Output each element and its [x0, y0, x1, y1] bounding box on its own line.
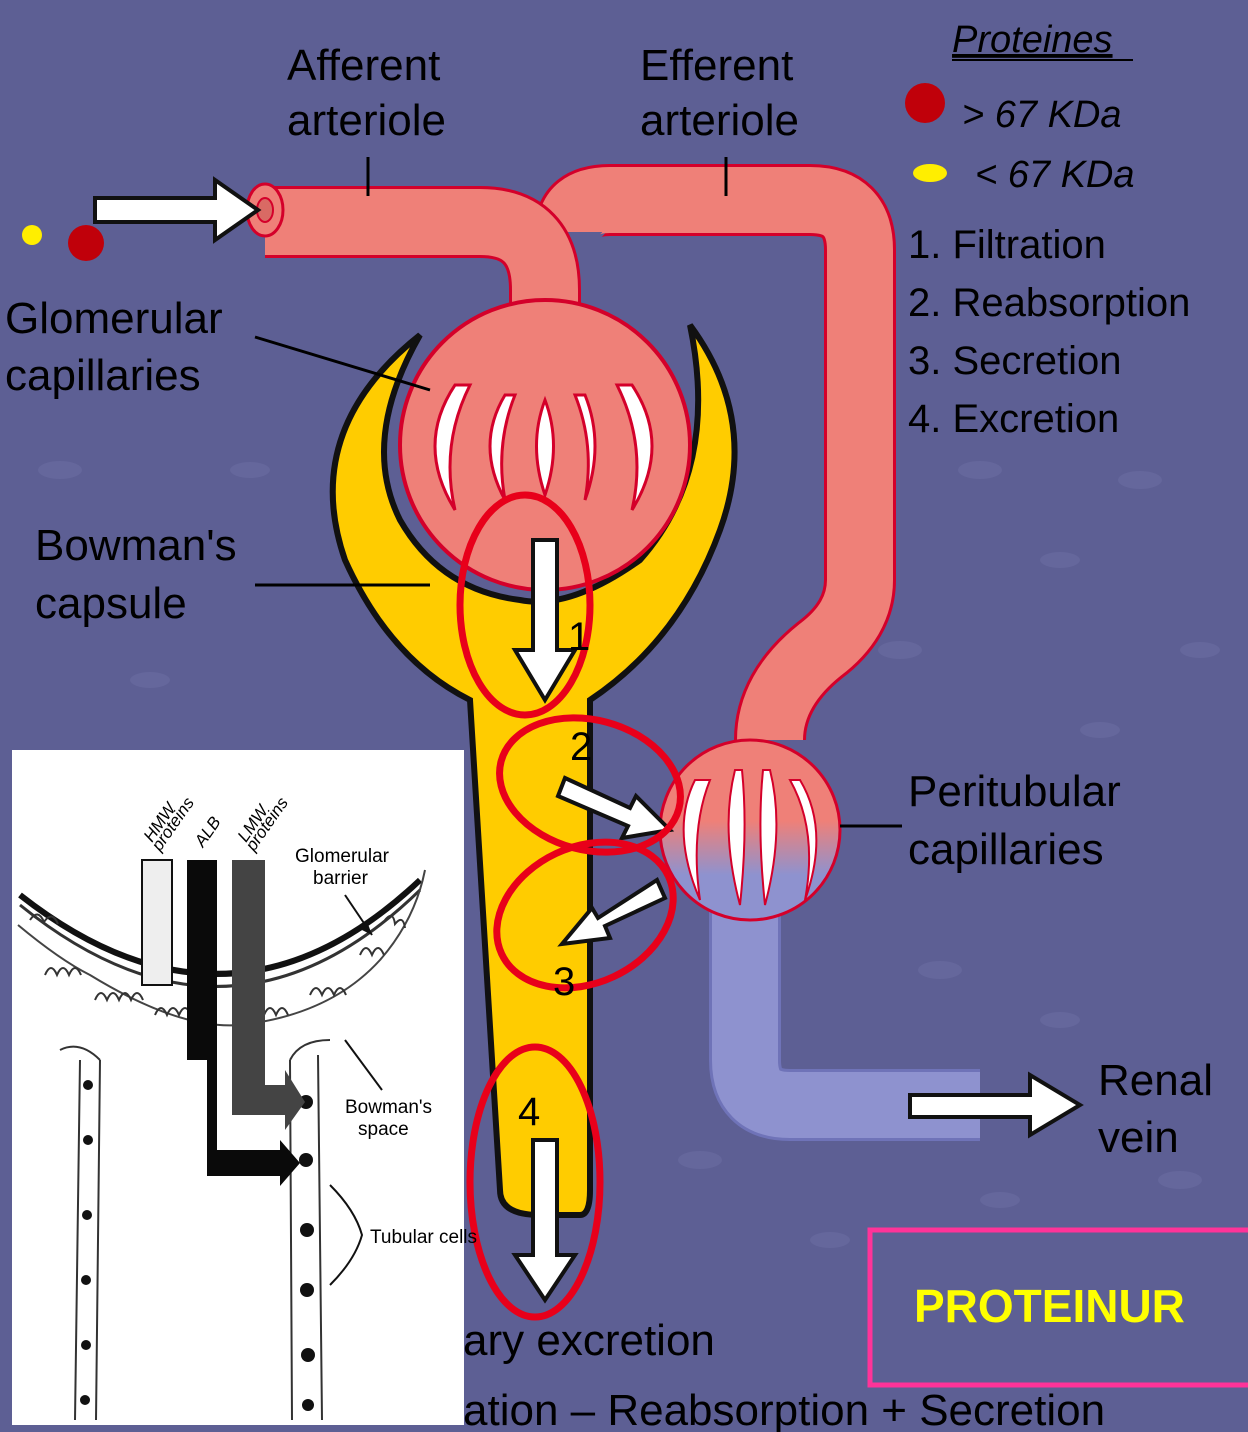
- peritubular-label-line1: Peritubular: [908, 767, 1121, 816]
- glomerular-label-line2: capillaries: [5, 351, 201, 400]
- peritubular-capillaries: [660, 740, 840, 920]
- step-marker-2: 2: [570, 725, 592, 769]
- renal-vein-label-line1: Renal: [1098, 1056, 1213, 1105]
- inset-glom-barrier-2: barrier: [313, 868, 369, 889]
- step-secretion: 3. Secretion: [908, 339, 1121, 383]
- legend-title: Proteines: [952, 19, 1113, 61]
- efferent-label-line1: Efferent: [640, 41, 793, 90]
- step-filtration: 1. Filtration: [908, 223, 1106, 267]
- afferent-label-line2: arteriole: [287, 96, 446, 145]
- proteinuria-text: PROTEINUR: [914, 1280, 1185, 1332]
- efferent-label-line2: arteriole: [640, 96, 799, 145]
- small-protein-dot: [22, 225, 42, 245]
- bottom-line-1: ary excretion: [463, 1316, 715, 1365]
- inset-figure: HMW proteins ALB LMW proteins Glomerular…: [12, 750, 477, 1425]
- proteinuria-callout: PROTEINUR: [870, 1230, 1248, 1385]
- legend-large-dot: [905, 83, 945, 123]
- step-marker-1: 1: [568, 615, 590, 659]
- renal-vein-label-line2: vein: [1098, 1113, 1179, 1162]
- large-protein-dot: [68, 225, 104, 261]
- hmw-bar: [142, 860, 172, 985]
- inset-tubular-label: Tubular cells: [370, 1227, 477, 1248]
- bowman-label-line2: capsule: [35, 579, 187, 628]
- bowman-label-line1: Bowman's: [35, 521, 237, 570]
- legend-small-dot: [913, 164, 947, 182]
- bottom-line-2: ation – Reabsorption + Secretion: [463, 1386, 1105, 1432]
- step-marker-4: 4: [518, 1090, 540, 1134]
- afferent-label-line1: Afferent: [287, 41, 440, 90]
- legend-small-label: < 67 KDa: [975, 154, 1135, 196]
- peritubular-label-line2: capillaries: [908, 825, 1104, 874]
- inset-glom-barrier-1: Glomerular: [295, 846, 390, 867]
- glomerular-label-line1: Glomerular: [5, 294, 223, 343]
- step-marker-3: 3: [553, 960, 575, 1004]
- step-excretion: 4. Excretion: [908, 397, 1119, 441]
- inset-bowman-space-1: Bowman's: [345, 1097, 432, 1118]
- legend-large-label: > 67 KDa: [962, 94, 1122, 136]
- inset-bowman-space-2: space: [358, 1119, 409, 1140]
- step-reabsorption: 2. Reabsorption: [908, 281, 1190, 325]
